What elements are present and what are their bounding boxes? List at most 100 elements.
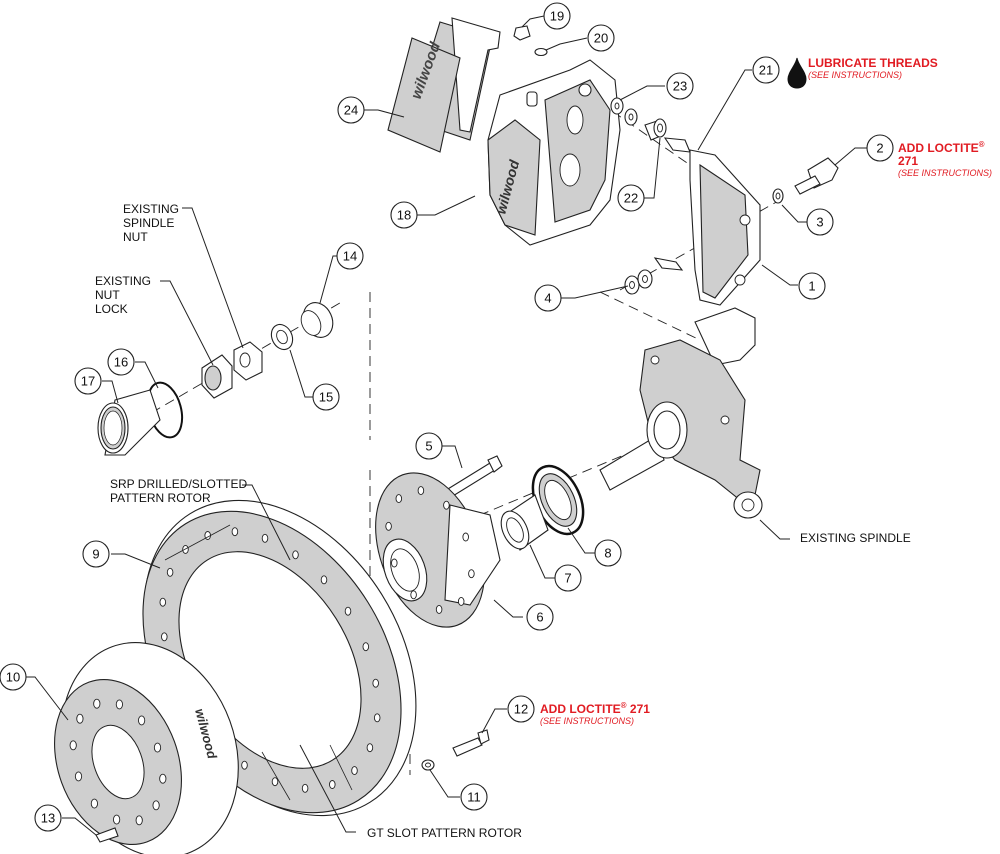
hat-hole [112, 814, 121, 825]
hat-hole [115, 699, 124, 710]
note-loctite-bottom: ADD LOCTITE® 271 (SEE INSTRUCTIONS) [540, 699, 650, 727]
callout-13: 13 [34, 804, 62, 832]
drill-hole [292, 550, 299, 560]
callout-circle [594, 539, 622, 567]
lug-hole [391, 558, 398, 568]
callout-number: 21 [759, 63, 773, 78]
callout-circle [617, 184, 645, 212]
callout-4: 4 [534, 284, 562, 312]
callout-circle [460, 783, 488, 811]
callout-number: 11 [467, 790, 481, 805]
label-existing-nut-lock: EXISTING NUT LOCK [95, 274, 152, 316]
callout-number: 23 [673, 79, 687, 94]
hat-hole [76, 713, 84, 724]
callout-7: 7 [554, 564, 582, 592]
hat-hole [138, 715, 146, 726]
lug-hole [457, 596, 465, 606]
drill-hole [166, 567, 174, 577]
label-srp-rotor: SRP DRILLED/SLOTTED PATTERN ROTOR [110, 477, 248, 505]
drill-hole [344, 606, 352, 616]
callout-circle [0, 663, 27, 691]
callout-circle [34, 804, 62, 832]
callout-number: 15 [319, 390, 333, 405]
drill-hole [362, 642, 370, 652]
shim-washers [624, 269, 653, 295]
callout-15: 15 [312, 383, 340, 411]
note-title-suffix: 271 [626, 702, 650, 716]
note-sub: (SEE INSTRUCTIONS) [540, 716, 635, 726]
callout-number: 10 [6, 670, 20, 685]
callout-10: 10 [0, 663, 27, 691]
registered-mark: ® [620, 701, 627, 710]
note-loctite-top: ADD LOCTITE® 271 (SEE INSTRUCTIONS) [898, 138, 1000, 179]
hat-hole [90, 798, 99, 809]
callout-circle [534, 284, 562, 312]
callout-number: 18 [397, 208, 411, 223]
drill-hole [231, 527, 239, 537]
existing-spindle [599, 307, 763, 519]
callout-number: 5 [425, 439, 432, 454]
callout-circle [526, 603, 554, 631]
callout-circle [666, 72, 694, 100]
outer-bearing [300, 302, 334, 338]
drill-hole [320, 575, 328, 585]
callout-14: 14 [336, 242, 364, 270]
callout-circle [390, 201, 418, 229]
note-title: ADD LOCTITE [540, 702, 621, 716]
hub-lug-holes [385, 486, 475, 614]
callout-circle [587, 24, 615, 52]
lug-hole [468, 569, 475, 579]
hat-hole [93, 698, 101, 709]
drill-hole [301, 783, 309, 793]
hat-holes [69, 698, 167, 826]
callout-number: 24 [344, 103, 358, 118]
callout-number: 3 [816, 215, 823, 230]
drill-hole [366, 743, 374, 753]
hat-hole [159, 773, 167, 784]
callout-circle [415, 432, 443, 460]
wheel-stud [442, 455, 503, 500]
callout-circle [752, 56, 780, 84]
callout-24: 24 [337, 96, 365, 124]
lug-hole [410, 590, 417, 600]
callout-23: 23 [666, 72, 694, 100]
callout-circle [312, 383, 340, 411]
note-title: LUBRICATE THREADS [808, 56, 938, 70]
callout-8: 8 [594, 539, 622, 567]
drill-hole [241, 760, 248, 770]
label-existing-spindle-nut: EXISTING SPINDLE NUT [123, 202, 180, 244]
drill-hole [159, 597, 167, 607]
callout-circle [798, 272, 826, 300]
callout-circle [507, 695, 535, 723]
drill-hole [372, 678, 379, 688]
callout-19: 19 [543, 2, 571, 30]
lug-hole [462, 532, 469, 542]
callout-circle [543, 2, 571, 30]
lug-hole [417, 486, 425, 496]
callout-number: 19 [550, 9, 564, 24]
hat-hole [135, 815, 143, 826]
brake-pads: wilwood [387, 17, 501, 153]
callout-number: 16 [114, 355, 128, 370]
callout-18: 18 [390, 201, 418, 229]
callout-17: 17 [74, 367, 102, 395]
callout-number: 14 [343, 249, 357, 264]
oil-drop-icon [787, 57, 807, 89]
drill-hole [271, 777, 279, 787]
grease-seal [531, 464, 585, 536]
rotor-bolt [421, 729, 490, 771]
hat-hole [69, 740, 77, 751]
callout-number: 12 [514, 702, 528, 717]
callout-16: 16 [107, 348, 135, 376]
callout-number: 7 [564, 571, 571, 586]
lug-hole [385, 521, 392, 531]
callout-2: 2 [866, 134, 894, 162]
callout-circle [337, 96, 365, 124]
callout-number: 20 [594, 31, 608, 46]
hub [375, 472, 501, 628]
callout-9: 9 [82, 540, 110, 568]
note-lubricate-threads: LUBRICATE THREADS (SEE INSTRUCTIONS) [808, 57, 938, 81]
dust-cap [97, 389, 161, 456]
